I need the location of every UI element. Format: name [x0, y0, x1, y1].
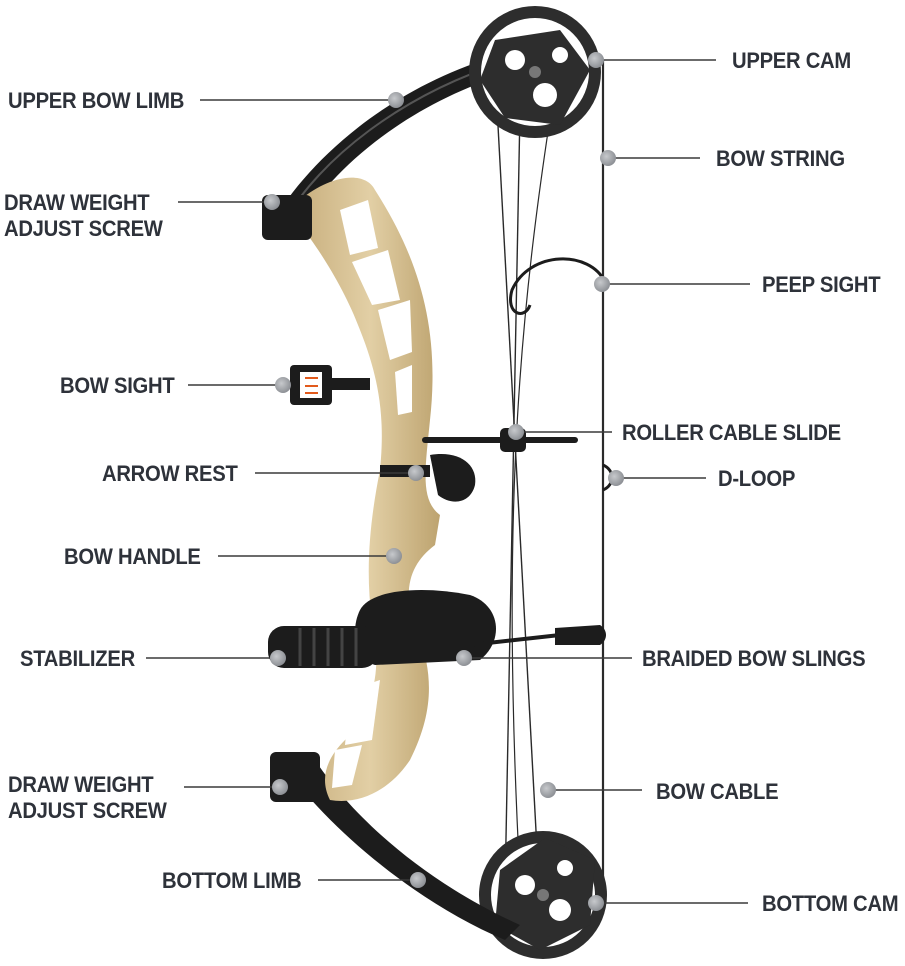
label-upper-bow-limb: UPPER BOW LIMB: [8, 88, 185, 113]
label-bow-sight: BOW SIGHT: [60, 373, 175, 398]
label-bow-string: BOW STRING: [716, 146, 845, 171]
callout-dot-icon: [410, 872, 426, 888]
callout-dot-icon: [588, 52, 604, 68]
callout-dot-icon: [264, 194, 280, 210]
label-bottom-limb: BOTTOM LIMB: [162, 868, 302, 893]
label-d-loop: D-LOOP: [718, 466, 796, 491]
label-roller-cable-slide: ROLLER CABLE SLIDE: [622, 420, 841, 445]
callout-dot-icon: [272, 779, 288, 795]
callout-dot-icon: [275, 377, 291, 393]
label-arrow-rest: ARROW REST: [102, 461, 238, 486]
bow-sling-shape: [355, 590, 497, 665]
callout-dot-icon: [508, 424, 524, 440]
callout-dot-icon: [408, 465, 424, 481]
label-upper-cam: UPPER CAM: [732, 48, 851, 73]
label-bottom-cam: BOTTOM CAM: [762, 891, 899, 916]
callout-dot-icon: [270, 650, 286, 666]
label-draw-weight-top-line2: ADJUST SCREW: [4, 216, 163, 241]
callout-dot-icon: [588, 895, 604, 911]
callout-dot-icon: [456, 650, 472, 666]
peep-sight-loop: [509, 257, 607, 315]
callout-dot-icon: [386, 548, 402, 564]
label-draw-weight-bottom-line2: ADJUST SCREW: [8, 798, 167, 823]
bottom-cam-shape: [479, 831, 607, 959]
arrow-shape: [469, 625, 606, 647]
callout-dot-icon: [594, 276, 610, 292]
upper-cam-shape: [469, 6, 601, 138]
leader-lines: [146, 59, 750, 904]
label-stabilizer: STABILIZER: [20, 646, 135, 671]
bow-sight-shape: [290, 365, 370, 405]
label-peep-sight: PEEP SIGHT: [762, 272, 881, 297]
label-draw-weight-bottom: DRAW WEIGHT ADJUST SCREW: [8, 772, 167, 824]
label-draw-weight-top: DRAW WEIGHT ADJUST SCREW: [4, 190, 163, 242]
callout-dot-icon: [608, 470, 624, 486]
label-bow-cable: BOW CABLE: [656, 779, 779, 804]
label-braided-bow-slings: BRAIDED BOW SLINGS: [642, 646, 866, 671]
bow-string: [494, 54, 605, 906]
callout-dot-icon: [600, 150, 616, 166]
stabilizer-shape: [268, 626, 378, 668]
callout-dot-icon: [540, 782, 556, 798]
label-bow-handle: BOW HANDLE: [64, 544, 201, 569]
label-draw-weight-top-line1: DRAW WEIGHT: [4, 190, 150, 215]
callout-dot-icon: [388, 92, 404, 108]
label-draw-weight-bottom-line1: DRAW WEIGHT: [8, 772, 154, 797]
